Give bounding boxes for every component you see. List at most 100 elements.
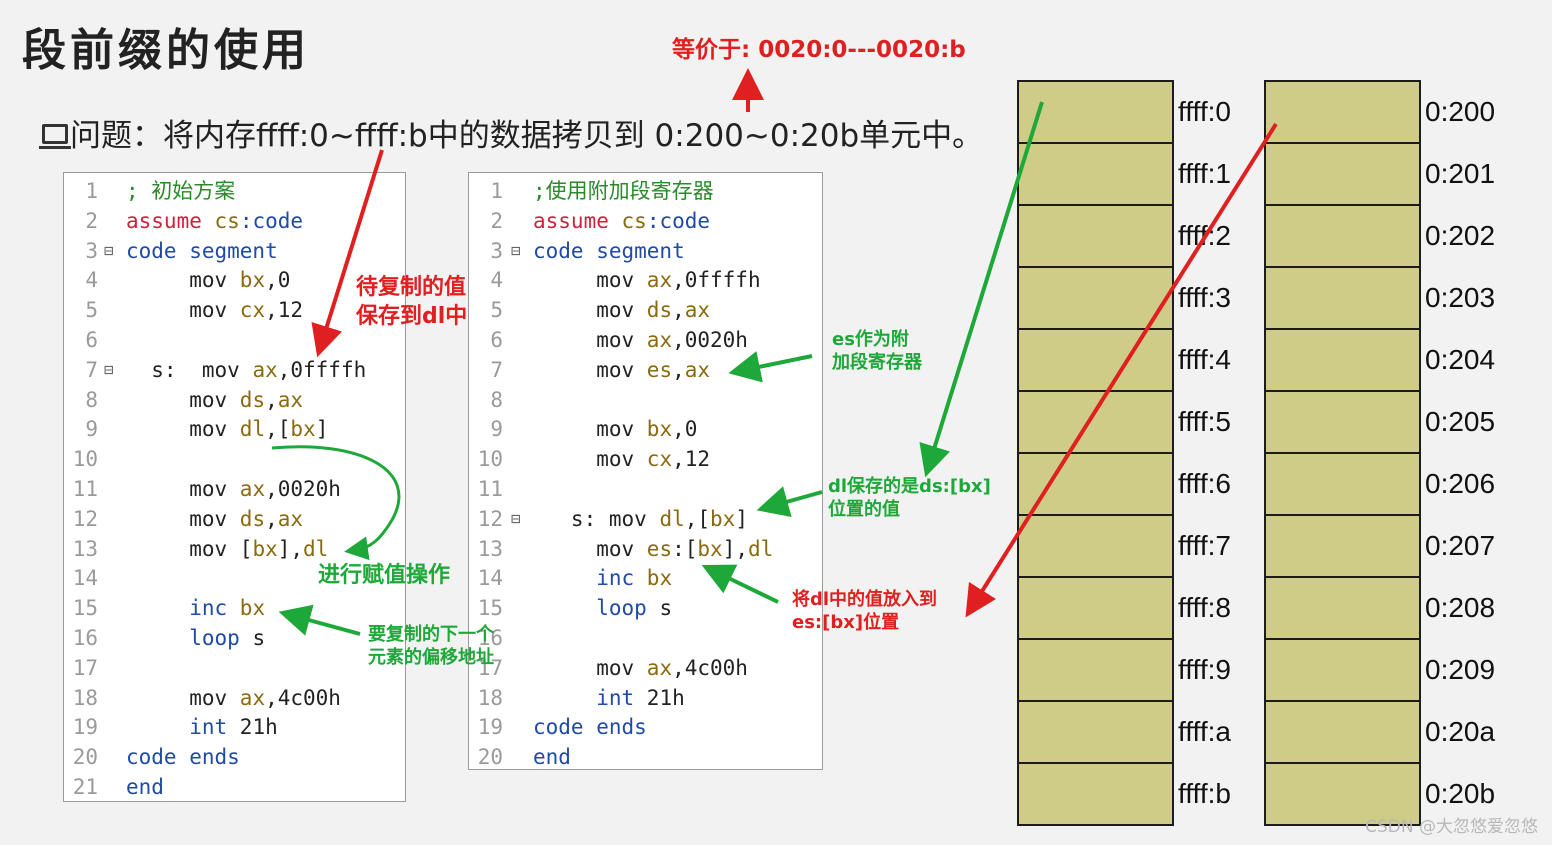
memory-address-dest: 0:202 bbox=[1425, 220, 1496, 251]
code-token: ax bbox=[277, 506, 304, 531]
memory-cell-source bbox=[1017, 638, 1174, 702]
code-token: inc bbox=[126, 596, 240, 621]
memory-cell-source bbox=[1017, 576, 1174, 640]
code-line: 18 int 21h bbox=[469, 683, 822, 713]
code-token: ,0020h bbox=[265, 477, 341, 501]
code-token: ,0 bbox=[672, 417, 698, 442]
line-number: 6 bbox=[85, 328, 98, 352]
code-token: int bbox=[126, 715, 240, 740]
code-line: 16 bbox=[469, 623, 822, 653]
memory-address-dest: 0:20a bbox=[1425, 716, 1496, 747]
code-token: mov bbox=[126, 417, 240, 442]
code-token: cx bbox=[646, 447, 673, 472]
memory-address-dest: 0:20b bbox=[1425, 778, 1496, 809]
code-token: bx bbox=[239, 596, 266, 621]
memory-address-source: ffff:7 bbox=[1178, 530, 1231, 561]
code-text: mov ax,4c00h bbox=[126, 683, 341, 713]
line-number: 17 bbox=[72, 655, 98, 680]
note-es-register-line1: es作为附 bbox=[832, 329, 909, 350]
code-token: code segment bbox=[533, 238, 685, 263]
memory-address-source: ffff:3 bbox=[1178, 282, 1231, 313]
code-token: code ends bbox=[533, 715, 647, 740]
code-text: mov ds,ax bbox=[126, 504, 303, 534]
line-number: 16 bbox=[72, 626, 98, 650]
code-token: ,[ bbox=[265, 417, 291, 442]
line-number: 2 bbox=[490, 208, 503, 233]
code-text: s: mov dl,[bx] bbox=[533, 504, 748, 534]
code-line: 7⊟ s: mov ax,0ffffh bbox=[64, 355, 405, 385]
code-token: cs bbox=[214, 208, 240, 233]
code-token: ax bbox=[646, 655, 673, 680]
code-token: mov bbox=[533, 536, 647, 561]
line-number: 10 bbox=[72, 447, 98, 472]
note-copy-value: 待复制的值 保存到dl中 bbox=[356, 274, 467, 331]
memory-cell-source bbox=[1017, 80, 1174, 144]
code-token: es bbox=[646, 536, 673, 561]
memory-cell-source bbox=[1017, 452, 1174, 516]
line-number: 1 bbox=[85, 179, 98, 203]
memory-cell-dest bbox=[1264, 142, 1421, 206]
note-next-addr-line2: 元素的偏移地址 bbox=[368, 647, 494, 669]
line-number: 12 bbox=[72, 506, 98, 531]
line-number: 14 bbox=[72, 566, 98, 591]
code-line: 8 mov ds,ax bbox=[64, 385, 405, 415]
memory-address-dest: 0:204 bbox=[1425, 344, 1496, 375]
code-text: ;使用附加段寄存器 bbox=[533, 176, 714, 206]
code-token: assume bbox=[533, 208, 622, 233]
code-token: ax bbox=[239, 477, 266, 501]
fold-toggle-icon[interactable]: ⊟ bbox=[104, 240, 114, 260]
line-number: 18 bbox=[72, 685, 98, 710]
line-number: 17 bbox=[477, 655, 503, 680]
fold-toggle-icon[interactable]: ⊟ bbox=[104, 359, 114, 379]
code-line: 4 mov bx,0 bbox=[64, 265, 405, 295]
note-dl-value-line1: dl保存的是ds:[bx] bbox=[828, 476, 991, 497]
code-text: mov ds,ax bbox=[533, 295, 710, 325]
code-line: 8 bbox=[469, 385, 822, 415]
line-number: 3 bbox=[490, 238, 503, 263]
note-put-value-line2: es:[bx]位置 bbox=[792, 612, 900, 634]
code-token: ds bbox=[239, 387, 266, 412]
line-number: 11 bbox=[72, 477, 98, 501]
code-token: s bbox=[659, 596, 673, 621]
code-token: ,0ffffh bbox=[672, 268, 761, 293]
line-number: 4 bbox=[85, 268, 98, 293]
line-number: 19 bbox=[477, 715, 503, 740]
code-line: 14 inc bx bbox=[469, 563, 822, 593]
memory-address-source: ffff:0 bbox=[1178, 96, 1231, 127]
code-token: ], bbox=[277, 536, 304, 561]
line-number: 19 bbox=[72, 715, 98, 740]
code-token: bx bbox=[646, 566, 673, 591]
code-token: loop bbox=[533, 596, 660, 621]
line-number: 16 bbox=[477, 626, 503, 650]
code-token: ;使用附加段寄存器 bbox=[533, 179, 714, 203]
code-line: 7 mov es,ax bbox=[469, 355, 822, 385]
line-number: 11 bbox=[477, 477, 503, 501]
note-copy-value-line1: 待复制的值 bbox=[356, 275, 467, 300]
monitor-icon bbox=[39, 124, 71, 149]
memory-address-source: ffff:9 bbox=[1178, 654, 1231, 685]
line-number: 6 bbox=[490, 328, 503, 352]
code-line: 11 mov ax,0020h bbox=[64, 474, 405, 504]
fold-toggle-icon[interactable]: ⊟ bbox=[511, 240, 521, 260]
code-line: 19 int 21h bbox=[64, 712, 405, 742]
code-line: 5 mov cx,12 bbox=[64, 295, 405, 325]
memory-address-source: ffff:2 bbox=[1178, 220, 1231, 251]
code-token: mov bbox=[533, 417, 647, 442]
line-number: 12 bbox=[477, 506, 503, 531]
memory-cell-dest bbox=[1264, 328, 1421, 392]
code-line: 13 mov es:[bx],dl bbox=[469, 534, 822, 564]
code-token: mov bbox=[126, 387, 240, 412]
code-token: dl bbox=[239, 417, 266, 442]
code-token: ] bbox=[315, 417, 329, 442]
fold-toggle-icon[interactable]: ⊟ bbox=[511, 508, 521, 528]
code-token: end bbox=[126, 775, 164, 799]
code-text: loop s bbox=[533, 593, 672, 623]
code-token: mov bbox=[533, 328, 647, 352]
memory-address-source: ffff:8 bbox=[1178, 592, 1231, 623]
code-line: 1; 初始方案 bbox=[64, 176, 405, 206]
line-number: 15 bbox=[72, 596, 98, 621]
code-token: bx bbox=[239, 268, 266, 293]
